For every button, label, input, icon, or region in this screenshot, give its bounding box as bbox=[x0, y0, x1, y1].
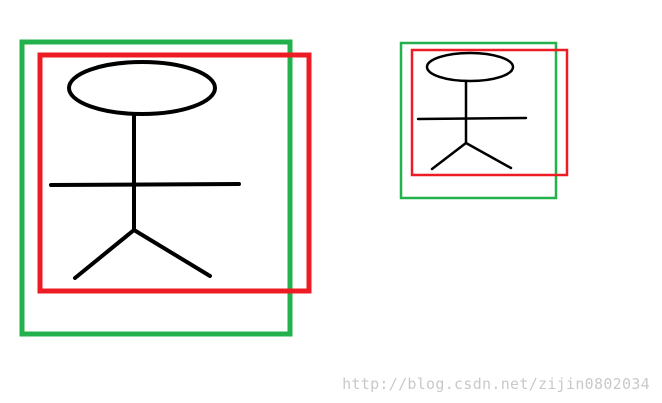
large-figure-head bbox=[67, 60, 217, 116]
large-red-bounding-box bbox=[37, 52, 312, 294]
watermark-text: http://blog.csdn.net/zijin0802034 bbox=[342, 375, 650, 393]
small-green-bounding-box bbox=[399, 41, 558, 200]
small-stick-figure bbox=[416, 51, 528, 171]
large-figure-arms bbox=[49, 182, 241, 187]
small-figure-right-leg bbox=[464, 141, 513, 170]
small-figure-left-leg bbox=[430, 141, 468, 171]
small-figure-group bbox=[399, 41, 569, 200]
small-figure-arms bbox=[416, 116, 528, 121]
large-figure-right-leg bbox=[132, 228, 212, 278]
large-figure-left-leg bbox=[73, 228, 136, 280]
large-stick-figure bbox=[49, 60, 241, 280]
small-figure-head bbox=[425, 51, 515, 83]
small-red-bounding-box bbox=[410, 48, 569, 177]
large-figure-group bbox=[19, 39, 312, 337]
large-green-bounding-box bbox=[19, 39, 293, 337]
